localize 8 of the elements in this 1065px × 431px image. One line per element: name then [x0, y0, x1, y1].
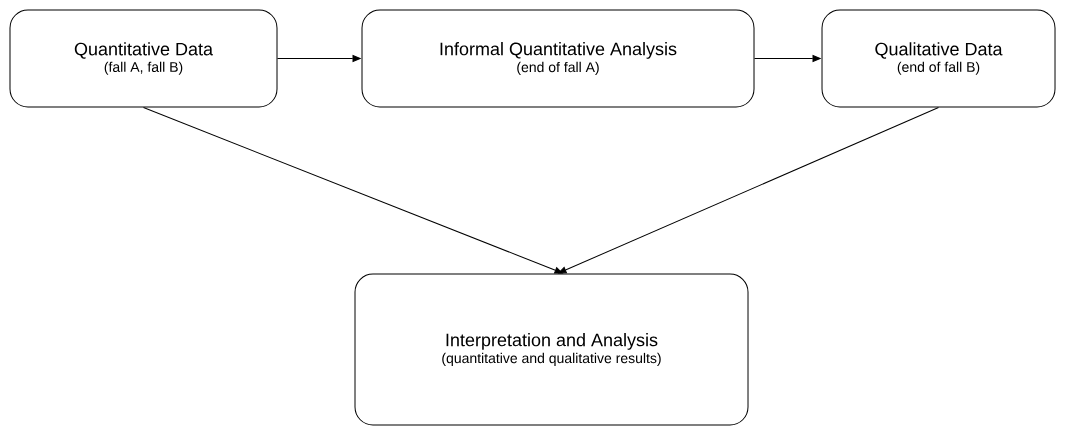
process-box: Qualitative Data (end of fall B): [821, 9, 1056, 108]
arrow: [558, 107, 939, 274]
process-box: Informal Quantitative Analysis (end of fall A): [361, 9, 755, 108]
process-box: Quantitative Data (fall A, fall B): [9, 9, 278, 108]
process-box: Interpretation and Analysis (quantitative and qualitative results): [354, 273, 749, 426]
arrow: [754, 55, 821, 62]
arrow: [143, 107, 563, 274]
arrow: [277, 55, 361, 62]
